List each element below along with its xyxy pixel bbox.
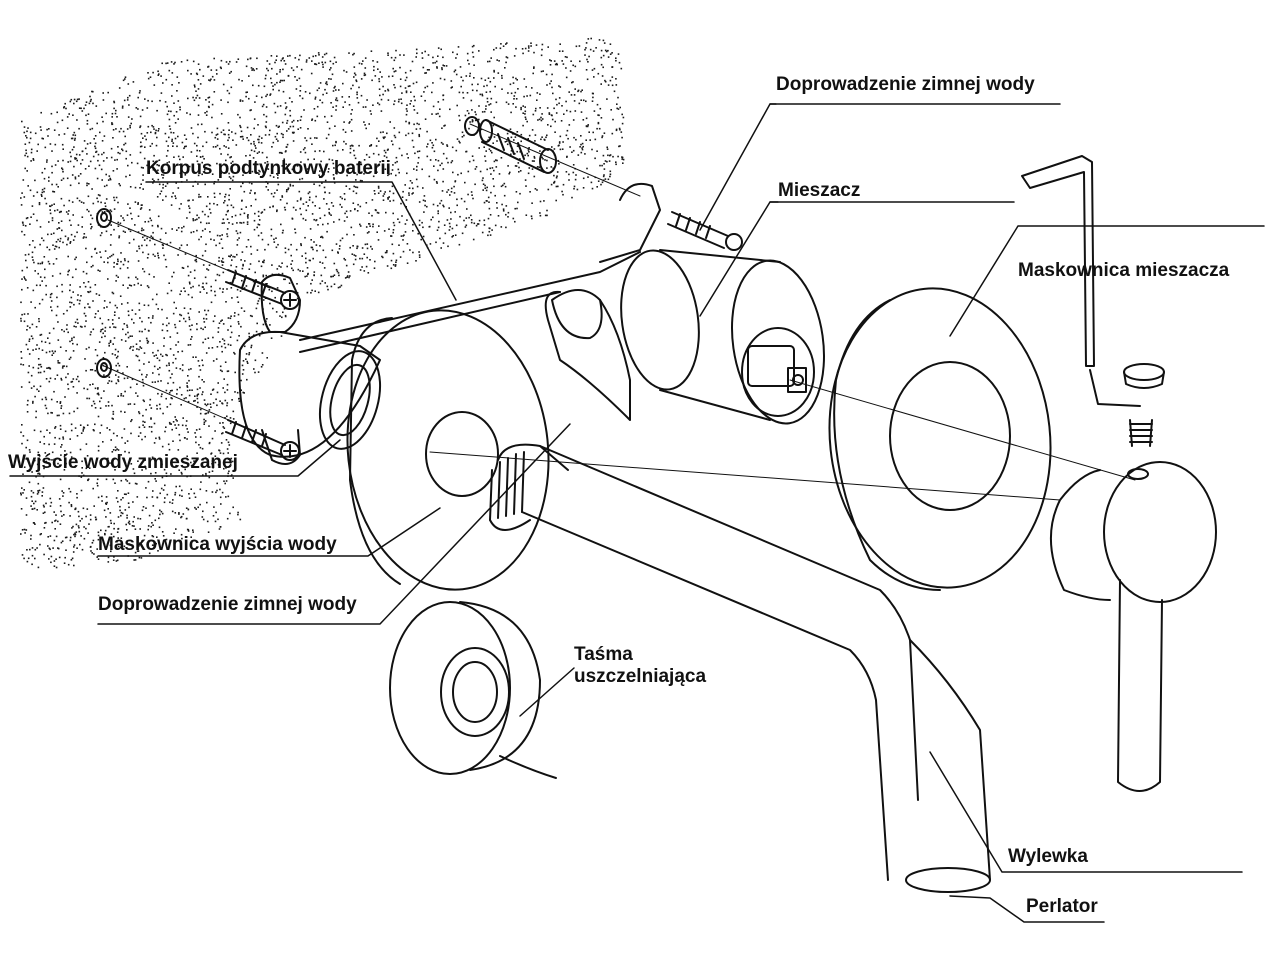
plug-cap-icon [1089, 363, 1165, 407]
label-outlet-cover: Maskownica wyjścia wody [98, 534, 337, 555]
mixer-cartridge [620, 249, 826, 425]
label-mixer: Mieszacz [778, 180, 861, 201]
label-body-housing: Korpus podtynkowy baterii [146, 158, 391, 179]
label-mixed-outlet: Wyjście wody zmieszanej [8, 452, 238, 473]
hex-key-icon [1021, 155, 1095, 367]
outlet-cover [346, 309, 550, 591]
sealing-tape [389, 601, 557, 779]
label-spout: Wylewka [1008, 846, 1088, 867]
axis-lines [103, 123, 1136, 501]
mixer-cover [828, 287, 1052, 591]
label-cold-supply-bottom: Doprowadzenie zimnej wody [98, 594, 357, 615]
screw-icon [225, 211, 743, 461]
leader-lines [9, 103, 1265, 923]
label-cold-supply-top: Doprowadzenie zimnej wody [776, 74, 1035, 95]
lever-handle [1050, 461, 1217, 792]
body-housing [238, 182, 661, 465]
wall-texture [20, 37, 625, 569]
label-sealing-tape: Taśma uszczelniająca [574, 644, 707, 687]
grub-screw-icon [1129, 419, 1153, 447]
spout [489, 443, 991, 893]
wall-plug-icon [96, 116, 557, 378]
label-mixer-cover: Maskownica mieszacza [1018, 260, 1230, 281]
label-aerator: Perlator [1026, 896, 1098, 917]
